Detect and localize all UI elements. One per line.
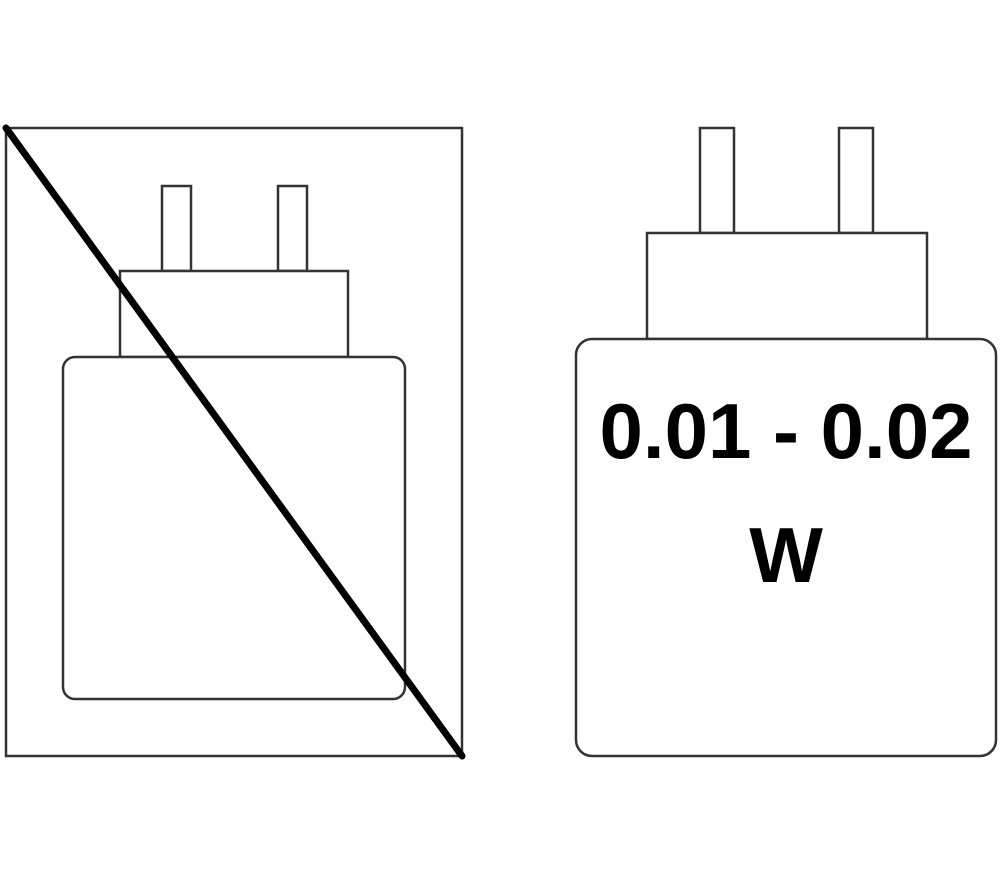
charger-prong-right [837, 126, 875, 235]
power-unit-label: W [749, 511, 823, 599]
power-range-label: 0.01 - 0.02 [600, 387, 973, 475]
charger-prong-left [160, 184, 193, 273]
charger-power-panel: 0.01 - 0.02 W [574, 126, 998, 758]
strike-through-line [2, 124, 466, 760]
charger-prong-left [698, 126, 736, 235]
charger-body [61, 355, 407, 701]
charger-body [574, 337, 998, 758]
charger-neck [118, 269, 350, 359]
charger-neck [645, 231, 929, 341]
charger-icon [574, 126, 998, 758]
charger-prong-right [276, 184, 309, 273]
no-charger-panel [2, 124, 466, 760]
